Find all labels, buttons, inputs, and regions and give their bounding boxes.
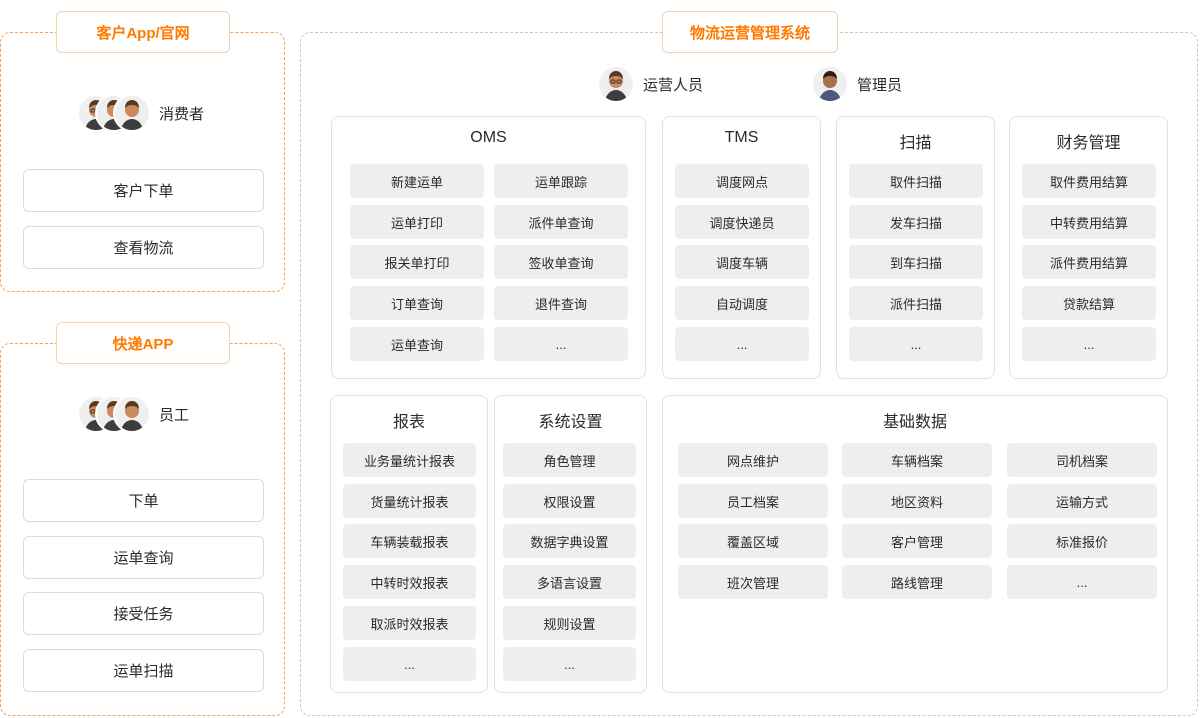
oms-item[interactable]: 订单查询 — [350, 286, 484, 320]
basic-data-item[interactable]: 班次管理 — [678, 565, 828, 599]
person-avatar-icon — [113, 395, 151, 433]
basic-data-module: 基础数据 网点维护 车辆档案 司机档案 员工档案 地区资料 运输方式 覆盖区域 … — [662, 395, 1168, 693]
reports-item[interactable]: 货量统计报表 — [343, 484, 476, 518]
oms-item[interactable]: 运单打印 — [350, 205, 484, 239]
finance-item[interactable]: 派件费用结算 — [1022, 245, 1156, 279]
oms-item[interactable]: 签收单查询 — [494, 245, 628, 279]
tms-item[interactable]: 自动调度 — [675, 286, 809, 320]
operator-role: 运营人员 — [597, 65, 703, 103]
operator-avatar-icon — [597, 65, 635, 103]
basic-data-item[interactable]: 司机档案 — [1007, 443, 1157, 477]
basic-data-item[interactable]: 网点维护 — [678, 443, 828, 477]
consumer-role-label: 消费者 — [159, 105, 205, 123]
finance-module-title: 财务管理 — [1056, 135, 1121, 152]
scan-item[interactable]: 到车扫描 — [849, 245, 983, 279]
oms-module: OMS 新建运单 运单跟踪 运单打印 派件单查询 报关单打印 签收单查询 订单查… — [331, 116, 646, 379]
reports-item[interactable]: 车辆装载报表 — [343, 524, 476, 558]
basic-data-item[interactable]: 路线管理 — [842, 565, 992, 599]
reports-item[interactable]: ... — [343, 647, 476, 681]
basic-data-item[interactable]: 运输方式 — [1007, 484, 1157, 518]
reports-module: 报表 业务量统计报表 货量统计报表 车辆装载报表 中转时效报表 取派时效报表 .… — [330, 395, 488, 693]
waybill-scan-button[interactable]: 运单扫描 — [23, 649, 264, 692]
tms-item[interactable]: 调度快递员 — [675, 205, 809, 239]
settings-item[interactable]: 多语言设置 — [503, 565, 636, 599]
basic-data-item[interactable]: 车辆档案 — [842, 443, 992, 477]
admin-role-label: 管理员 — [857, 76, 903, 94]
customer-order-button[interactable]: 客户下单 — [23, 169, 264, 212]
basic-data-item[interactable]: 客户管理 — [842, 524, 992, 558]
finance-item[interactable]: ... — [1022, 327, 1156, 361]
reports-module-title: 报表 — [392, 414, 425, 431]
basic-data-item[interactable]: 员工档案 — [678, 484, 828, 518]
consumer-avatar-group — [77, 94, 151, 132]
tms-item[interactable]: ... — [675, 327, 809, 361]
person-avatar-icon — [113, 94, 151, 132]
track-logistics-button[interactable]: 查看物流 — [23, 226, 264, 269]
admin-role: 管理员 — [811, 65, 902, 103]
settings-item[interactable]: 数据字典设置 — [503, 524, 636, 558]
admin-avatar-icon — [811, 65, 849, 103]
scan-module-title: 扫描 — [899, 135, 932, 152]
employee-role-label: 员工 — [159, 406, 190, 424]
reports-item[interactable]: 业务量统计报表 — [343, 443, 476, 477]
settings-item[interactable]: 角色管理 — [503, 443, 636, 477]
courier-app-tag: 快递APP — [56, 322, 230, 364]
oms-item[interactable]: 运单查询 — [350, 327, 484, 361]
basic-data-item[interactable]: 地区资料 — [842, 484, 992, 518]
place-order-button[interactable]: 下单 — [23, 479, 264, 522]
finance-item[interactable]: 中转费用结算 — [1022, 205, 1156, 239]
basic-data-module-title: 基础数据 — [882, 414, 947, 431]
waybill-query-button[interactable]: 运单查询 — [23, 536, 264, 579]
scan-item[interactable]: 派件扫描 — [849, 286, 983, 320]
tms-module: TMS 调度网点 调度快递员 调度车辆 自动调度 ... — [662, 116, 821, 379]
customer-app-tag: 客户App/官网 — [56, 11, 230, 53]
finance-item[interactable]: 贷款结算 — [1022, 286, 1156, 320]
oms-item[interactable]: ... — [494, 327, 628, 361]
accept-task-button[interactable]: 接受任务 — [23, 592, 264, 635]
reports-item[interactable]: 中转时效报表 — [343, 565, 476, 599]
settings-item[interactable]: 规则设置 — [503, 606, 636, 640]
basic-data-item[interactable]: ... — [1007, 565, 1157, 599]
logistics-system-tag: 物流运营管理系统 — [662, 11, 838, 53]
scan-module: 扫描 取件扫描 发车扫描 到车扫描 派件扫描 ... — [836, 116, 995, 379]
employee-role: 员工 — [77, 395, 189, 433]
settings-item[interactable]: ... — [503, 647, 636, 681]
scan-item[interactable]: 取件扫描 — [849, 164, 983, 198]
operator-role-label: 运营人员 — [643, 76, 704, 94]
oms-item[interactable]: 新建运单 — [350, 164, 484, 198]
tms-module-title: TMS — [724, 129, 759, 146]
oms-item[interactable]: 报关单打印 — [350, 245, 484, 279]
oms-item[interactable]: 退件查询 — [494, 286, 628, 320]
consumer-role: 消费者 — [77, 94, 204, 132]
finance-item[interactable]: 取件费用结算 — [1022, 164, 1156, 198]
scan-item[interactable]: 发车扫描 — [849, 205, 983, 239]
tms-item[interactable]: 调度车辆 — [675, 245, 809, 279]
employee-avatar-group — [77, 395, 151, 433]
settings-item[interactable]: 权限设置 — [503, 484, 636, 518]
tms-item[interactable]: 调度网点 — [675, 164, 809, 198]
oms-item[interactable]: 运单跟踪 — [494, 164, 628, 198]
settings-module-title: 系统设置 — [538, 414, 603, 431]
scan-item[interactable]: ... — [849, 327, 983, 361]
finance-module: 财务管理 取件费用结算 中转费用结算 派件费用结算 贷款结算 ... — [1009, 116, 1168, 379]
reports-item[interactable]: 取派时效报表 — [343, 606, 476, 640]
settings-module: 系统设置 角色管理 权限设置 数据字典设置 多语言设置 规则设置 ... — [494, 395, 647, 693]
oms-item[interactable]: 派件单查询 — [494, 205, 628, 239]
basic-data-item[interactable]: 标准报价 — [1007, 524, 1157, 558]
basic-data-item[interactable]: 覆盖区域 — [678, 524, 828, 558]
oms-module-title: OMS — [470, 129, 507, 146]
